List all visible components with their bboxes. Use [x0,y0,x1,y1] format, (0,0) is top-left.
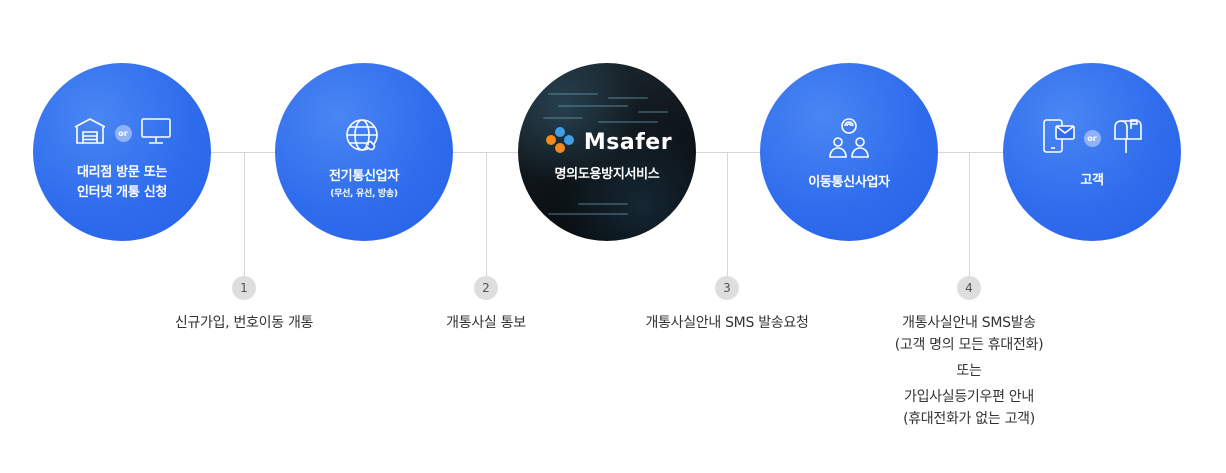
node-3-title: 명의도용방지서비스 [554,167,660,182]
node-5-title: 고객 [1080,173,1104,188]
store-icon [73,117,107,149]
msafer-logo: Msafer [542,125,672,159]
step-4-line-3: 또는 [956,363,982,379]
connector-line-step-2 [486,152,487,279]
node-1-title-line-2: 인터넷 개통 신청 [76,185,168,200]
step-4-line-5: (휴대전화가 없는 고객) [903,411,1035,427]
step-4-line-2: (고객 명의 모든 휴대전화) [894,337,1044,353]
connector-line-step-1 [244,152,245,279]
step-badge-2: 2 [474,276,498,300]
connector-line-step-4 [969,152,970,279]
node-5-icons: or [1042,117,1143,159]
node-agency-or-internet: or 대리점 방문 또는 인터넷 개통 신청 [33,63,211,241]
node-mobile-carrier: 이동통신사업자 [760,63,938,241]
step-1-text: 신규가입, 번호이동 개통 [144,312,344,334]
users-network-icon [826,117,872,163]
node-2-title: 전기통신업자 [329,169,399,184]
or-badge: or [114,124,132,142]
step-badge-4: 4 [957,276,981,300]
node-2-subtitle: (무선, 유선, 방송) [330,189,398,199]
step-badge-3: 3 [715,276,739,300]
globe-phone-icon [344,117,384,161]
step-3-text: 개통사실안내 SMS 발송요청 [607,312,847,334]
step-3-line: 개통사실안내 SMS 발송요청 [645,315,809,331]
mailbox-icon [1109,117,1143,159]
node-telecom-provider: 전기통신업자 (무선, 유선, 방송) [275,63,453,241]
msafer-logo-text: Msafer [583,129,673,155]
step-2-text: 개통사실 통보 [386,312,586,334]
connector-line-step-3 [727,152,728,279]
node-1-title-line-1: 대리점 방문 또는 [76,165,168,180]
node-1-icons: or [73,117,172,149]
node-customer: or 고객 [1003,63,1181,241]
monitor-icon [140,117,172,149]
node-4-title: 이동통신사업자 [808,175,890,190]
step-badge-1: 1 [232,276,256,300]
phone-message-icon [1042,118,1076,158]
step-2-line: 개통사실 통보 [446,315,526,331]
step-1-line: 신규가입, 번호이동 개통 [174,315,314,331]
step-4-text: 개통사실안내 SMS발송 (고객 명의 모든 휴대전화) 또는 가입사실등기우편… [849,312,1089,430]
or-badge: or [1083,129,1101,147]
step-4-line-1: 개통사실안내 SMS발송 [902,315,1036,331]
step-4-line-4: 가입사실등기우편 안내 [904,389,1034,405]
node-msafer-service: Msafer 명의도용방지서비스 [518,63,696,241]
msafer-logo-icon [542,125,578,159]
